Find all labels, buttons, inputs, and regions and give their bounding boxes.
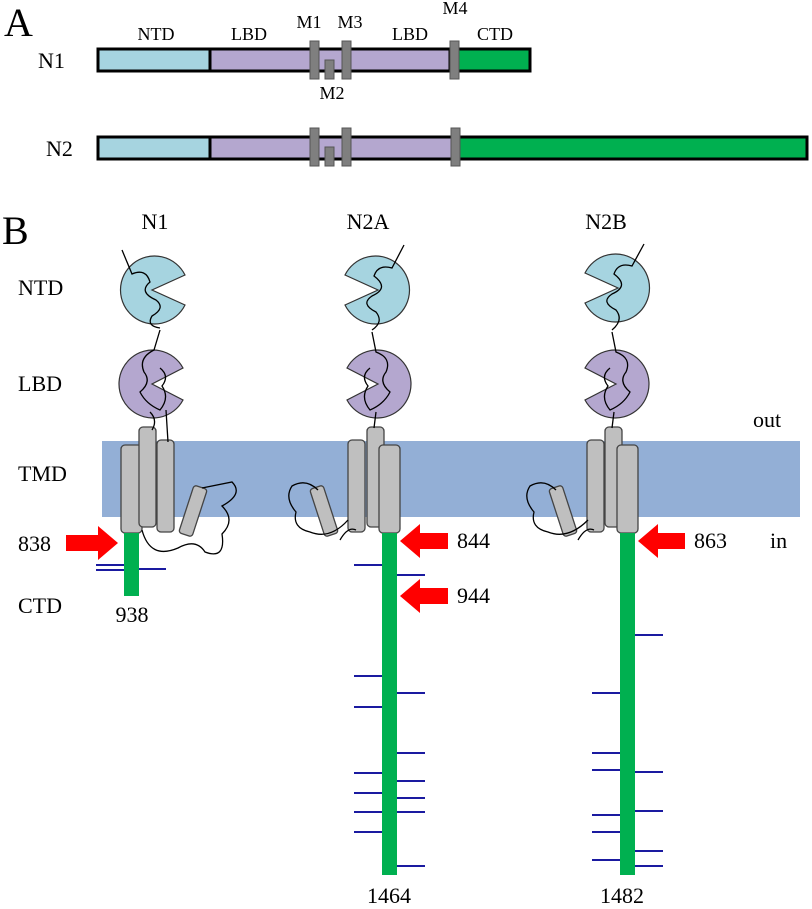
n1-ctd-label: CTD (477, 24, 513, 44)
subunit-n2b-label: N2B (585, 209, 627, 234)
subunit-n2a-label: N2A (347, 209, 390, 234)
n2b-helix-m2 (548, 485, 578, 537)
panel-a-label: A (4, 0, 33, 45)
n1-ctd-segment (448, 47, 532, 73)
in-label: in (770, 528, 787, 553)
out-label: out (753, 407, 781, 432)
n2a-tm-loops (288, 411, 377, 541)
n2b-arrow-863 (638, 524, 685, 558)
n2b-ctd-tail (620, 533, 635, 875)
n1-row-label: N1 (38, 48, 65, 73)
n2b-lbd-trace (603, 331, 631, 411)
n2a-helix-m4 (347, 439, 366, 533)
lbd-row-label: LBD (18, 371, 62, 396)
n2a-ntd-trace (366, 244, 405, 331)
n2-m3-segment (341, 127, 352, 167)
n2-ctd-segment (454, 135, 809, 161)
membrane-band (102, 441, 800, 517)
n1-lbd-lobe (118, 349, 184, 419)
n2a-arrow-844 (400, 524, 448, 558)
n1-helix-m4 (156, 439, 175, 533)
n1-m1-segment (309, 40, 320, 80)
n1-m4-label: M4 (442, 0, 467, 18)
subunit-n2b: N2B 863 1482 (526, 209, 727, 908)
n2a-lbd-trace (363, 331, 391, 411)
n2b-end-label: 1482 (600, 883, 644, 908)
n1-arrow-838 (66, 526, 118, 560)
n1-lbd-label-1: LBD (231, 24, 267, 44)
subunit-n1: N1 838 938 (18, 209, 237, 627)
n2a-helix-m2 (309, 485, 339, 537)
n2a-ctd-tail (382, 533, 397, 875)
n2a-helix-m1 (378, 444, 401, 534)
n2a-arrow-944-label: 944 (457, 583, 490, 608)
n1-m2-segment (324, 59, 335, 80)
n2-m4-segment (450, 127, 461, 167)
n2b-helix-m1 (616, 444, 639, 534)
n1-domain-bar: N1 NTD LBD M1 M3 LBD M4 CTD M2 (38, 0, 532, 103)
n1-m2-label: M2 (319, 83, 344, 103)
n1-ntd-lobe (119, 255, 186, 325)
n2b-ntd-trace (606, 243, 645, 331)
n1-helix-m2 (178, 485, 208, 537)
n1-m3-label: M3 (337, 12, 362, 32)
n2-domain-bar: N2 (46, 127, 809, 167)
n1-m4-segment (449, 40, 460, 80)
n1-end-label: 938 (116, 602, 149, 627)
n1-lbd-label-2: LBD (392, 24, 428, 44)
n2b-helix-m4 (586, 439, 605, 533)
n2-row-label: N2 (46, 136, 73, 161)
panel-b-label: B (2, 208, 29, 253)
n2a-arrow-844-label: 844 (457, 528, 490, 553)
subunit-n2a: N2A 844 944 1464 (288, 209, 490, 908)
n1-m1-label: M1 (296, 12, 321, 32)
n2b-tm-loops (526, 411, 615, 541)
n1-ntd-label: NTD (138, 24, 175, 44)
subunit-n1-label: N1 (142, 209, 169, 234)
n1-helix-m3 (138, 426, 157, 528)
n1-arrow-838-label: 838 (18, 531, 51, 556)
n2a-site-ticks (354, 564, 425, 867)
n2a-ntd-lobe (344, 255, 411, 325)
n2-m1-segment (309, 127, 320, 167)
tmd-row-label: TMD (18, 461, 67, 486)
n1-tm-loops (141, 409, 237, 555)
n2b-ntd-lobe (584, 253, 651, 323)
n1-ntd-segment (96, 47, 212, 73)
ctd-row-label: CTD (18, 593, 62, 618)
n2-m2-segment (324, 146, 335, 167)
n1-ctd-tail (124, 533, 139, 596)
n2a-end-label: 1464 (367, 883, 411, 908)
n1-m3-segment (341, 40, 352, 80)
ntd-row-label: NTD (18, 275, 63, 300)
n2b-site-ticks (592, 634, 663, 867)
n1-ntd-trace (121, 249, 161, 329)
n1-lbd-trace (139, 329, 167, 411)
n2b-arrow-863-label: 863 (694, 528, 727, 553)
n2a-arrow-944 (400, 579, 448, 613)
n2b-lbd-lobe (584, 349, 650, 419)
n2a-lbd-lobe (346, 349, 412, 419)
n2-ntd-segment (96, 135, 212, 161)
